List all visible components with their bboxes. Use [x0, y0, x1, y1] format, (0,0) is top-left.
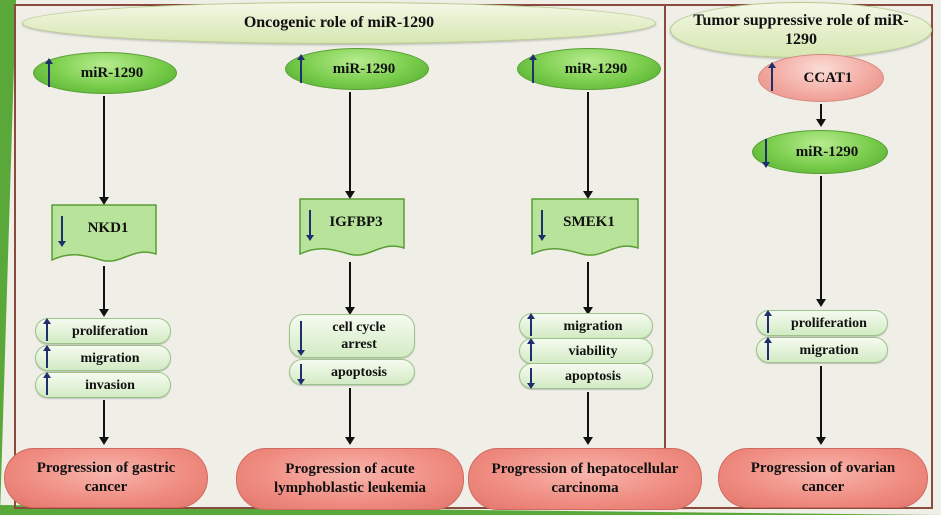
- mirna-node-3-label: miR-1290: [564, 60, 628, 77]
- effect-pill-4-1: proliferation: [756, 310, 888, 336]
- mirna-node-2: miR-1290: [285, 48, 429, 90]
- mirna-node-4: miR-1290: [752, 130, 888, 174]
- flow-arrow: [816, 176, 826, 307]
- effect-label: migration: [799, 342, 859, 358]
- flow-arrow: [583, 92, 593, 199]
- outcome-node-1: Progression of gastric cancer: [4, 448, 208, 508]
- flow-arrow: [345, 262, 355, 315]
- up-arrow-icon: [764, 337, 772, 360]
- target-node-3-label: SMEK1: [563, 214, 615, 231]
- up-arrow-icon: [527, 338, 535, 361]
- flow-arrow: [99, 266, 109, 317]
- up-arrow-icon: [43, 318, 51, 341]
- outcome-node-3: Progression of hepatocellular carcinoma: [468, 448, 702, 510]
- effect-label: migration: [80, 350, 140, 366]
- corner-decoration-bottom: [0, 505, 941, 515]
- effect-label: cell cycle arrest: [332, 320, 386, 352]
- flow-arrow: [583, 262, 593, 315]
- effect-label: proliferation: [791, 315, 867, 331]
- flow-arrow: [99, 400, 109, 445]
- outcome-node-2: Progression of acute lymphoblastic leuke…: [236, 448, 464, 510]
- mirna-node-3: miR-1290: [517, 48, 661, 90]
- target-node-1: NKD1: [51, 204, 157, 266]
- up-arrow-icon: [529, 54, 537, 83]
- effect-pill-4-2: migration: [756, 337, 888, 363]
- effect-pill-3-2: viability: [519, 338, 653, 364]
- effect-pill-1-3: invasion: [35, 372, 171, 398]
- upstream-node-4-label: CCAT1: [803, 69, 853, 86]
- flow-arrow: [816, 366, 826, 445]
- effect-label: apoptosis: [564, 368, 622, 384]
- outcome-node-4: Progression of ovarian cancer: [718, 448, 928, 508]
- up-arrow-icon: [43, 372, 51, 395]
- oncogenic-header-label: Oncogenic role of miR-1290: [243, 14, 435, 31]
- up-arrow-icon: [527, 313, 535, 336]
- outcome-node-4-label: Progression of ovarian cancer: [750, 460, 896, 495]
- down-arrow-icon: [297, 321, 305, 356]
- target-node-3: SMEK1: [531, 198, 639, 260]
- target-node-2-label: IGFBP3: [329, 214, 383, 231]
- effect-pill-1-1: proliferation: [35, 318, 171, 344]
- target-node-1-label: NKD1: [87, 220, 129, 237]
- effect-pill-2-1: cell cycle arrest: [289, 314, 415, 358]
- section-divider: [664, 4, 666, 509]
- effect-pill-2-2: apoptosis: [289, 359, 415, 385]
- effect-label: apoptosis: [330, 364, 388, 380]
- flow-arrow: [816, 104, 826, 127]
- up-arrow-icon: [43, 345, 51, 368]
- effect-pill-3-1: migration: [519, 313, 653, 339]
- outcome-node-3-label: Progression of hepatocellular carcinoma: [491, 461, 679, 496]
- up-arrow-icon: [764, 310, 772, 333]
- tumor-suppressive-header-label: Tumor suppressive role of miR-1290: [693, 12, 909, 48]
- outcome-node-1-label: Progression of gastric cancer: [36, 460, 176, 495]
- up-arrow-icon: [768, 62, 776, 91]
- upstream-node-4: CCAT1: [758, 54, 884, 102]
- down-arrow-icon: [762, 139, 770, 168]
- flow-arrow: [345, 92, 355, 199]
- target-node-2: IGFBP3: [299, 198, 405, 260]
- up-arrow-icon: [45, 58, 53, 87]
- effect-label: proliferation: [72, 323, 148, 339]
- effect-label: invasion: [85, 377, 135, 393]
- oncogenic-header: Oncogenic role of miR-1290: [22, 2, 656, 44]
- down-arrow-icon: [527, 368, 535, 389]
- corner-decoration-left: [0, 0, 16, 515]
- down-arrow-icon: [58, 216, 66, 247]
- down-arrow-icon: [297, 364, 305, 385]
- mirna-node-2-label: miR-1290: [332, 60, 396, 77]
- effect-label: migration: [563, 318, 623, 334]
- mirna-node-1: miR-1290: [33, 52, 177, 94]
- flow-arrow: [99, 96, 109, 205]
- mirna-node-4-label: miR-1290: [795, 143, 859, 160]
- mirna-node-1-label: miR-1290: [80, 64, 144, 81]
- up-arrow-icon: [297, 54, 305, 83]
- flow-arrow: [583, 392, 593, 445]
- effect-label: viability: [568, 343, 618, 359]
- effect-pill-3-3: apoptosis: [519, 363, 653, 389]
- down-arrow-icon: [306, 210, 314, 241]
- tumor-suppressive-header: Tumor suppressive role of miR-1290: [670, 2, 932, 58]
- flow-arrow: [345, 388, 355, 445]
- down-arrow-icon: [538, 210, 546, 241]
- effect-pill-1-2: migration: [35, 345, 171, 371]
- outcome-node-2-label: Progression of acute lymphoblastic leuke…: [273, 461, 427, 496]
